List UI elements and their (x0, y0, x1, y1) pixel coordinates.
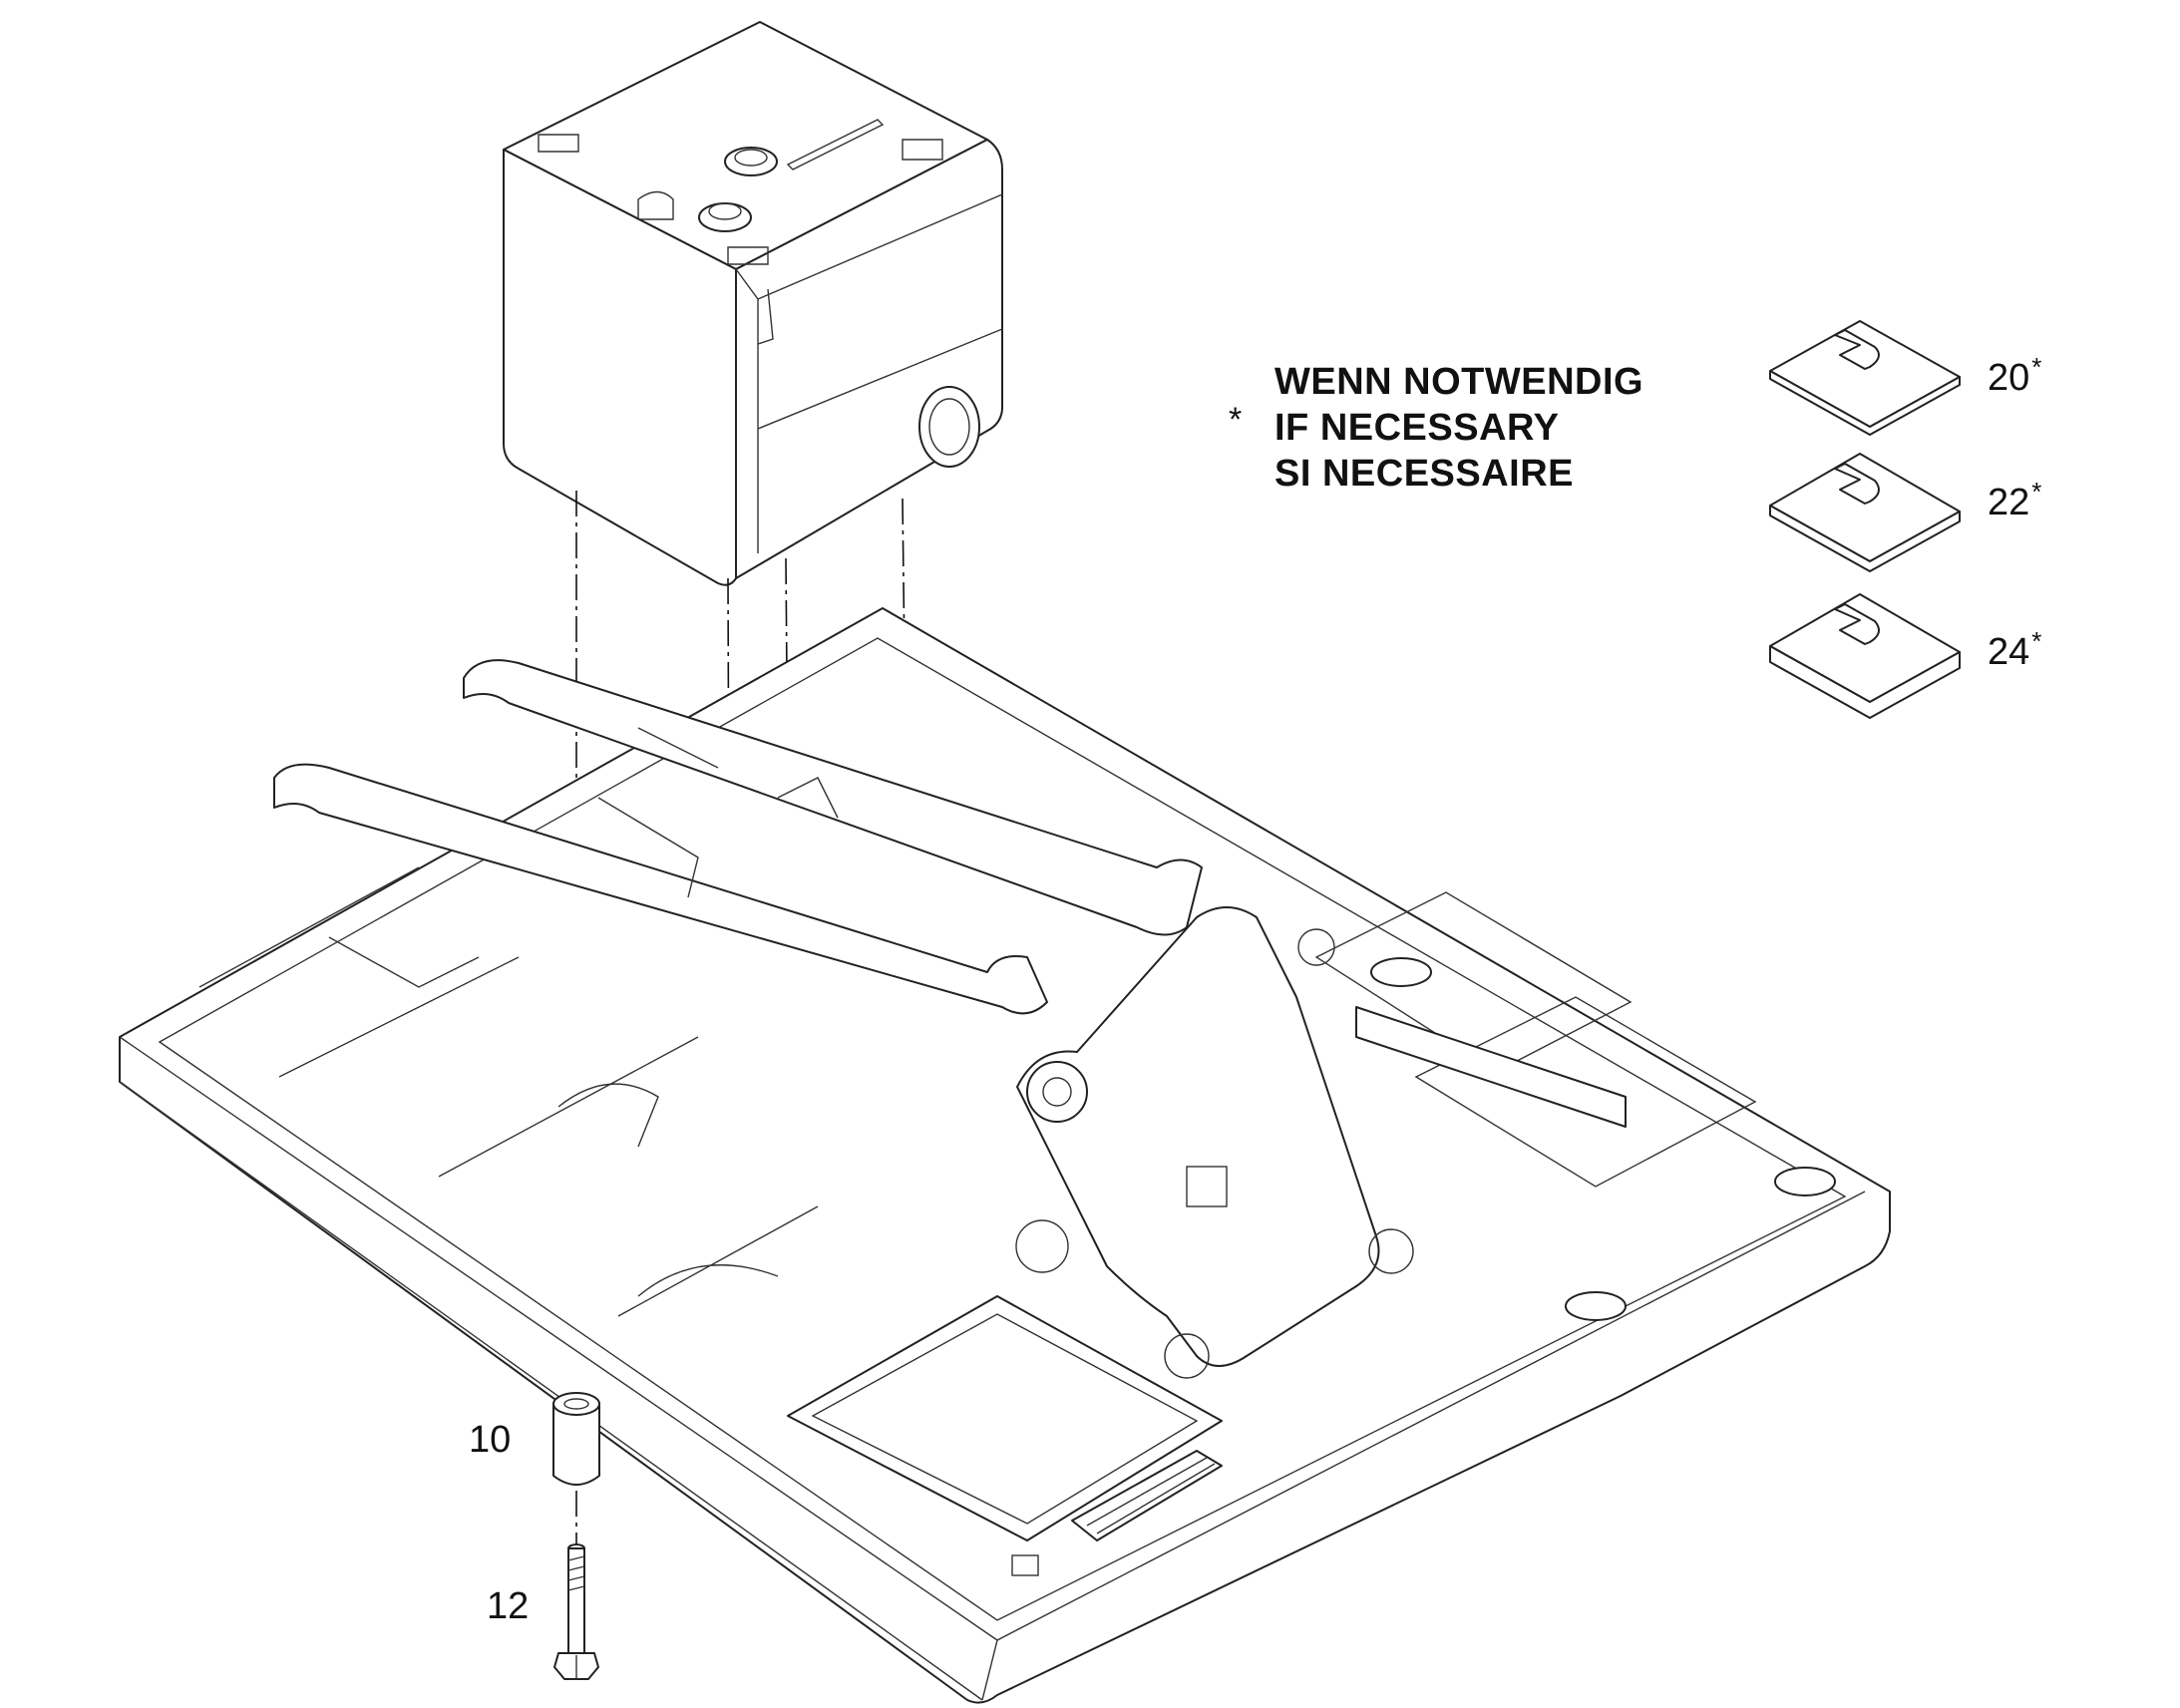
note-line-german: WENN NOTWENDIG (1274, 361, 1644, 403)
spacer-part-10 (552, 1392, 600, 1486)
callout-10: 10 (469, 1419, 512, 1461)
boom-mount (1016, 906, 1380, 1367)
shim-part-24 (1769, 593, 1961, 719)
callout-24: 24* (1988, 626, 2041, 674)
step (1071, 1450, 1223, 1541)
note-line-english: IF NECESSARY (1274, 407, 1560, 449)
callout-24-number: 24 (1988, 631, 2030, 673)
shim-part-20 (1769, 320, 1961, 436)
callout-22-asterisk: * (2031, 477, 2042, 507)
note-line-french: SI NECESSAIRE (1274, 453, 1575, 495)
frame-left-beam (273, 763, 1048, 1015)
front-box (787, 1295, 1223, 1541)
frame-base (119, 607, 1891, 1704)
callout-12: 12 (487, 1585, 530, 1627)
shim-part-22 (1769, 453, 1961, 572)
callout-22: 22* (1988, 477, 2041, 524)
tank-side-face (735, 139, 1003, 579)
callout-22-number: 22 (1988, 482, 2030, 523)
tank-front-face (503, 149, 737, 586)
callout-20: 20* (1988, 352, 2041, 400)
bolt-part-12 (553, 1543, 599, 1680)
note-asterisk: * (1229, 401, 1243, 439)
tank (503, 21, 1003, 586)
frame-right-beam (463, 659, 1203, 936)
callout-24-asterisk: * (2031, 626, 2042, 656)
callout-20-asterisk: * (2031, 352, 2042, 382)
upper-frame (119, 607, 1891, 1704)
callout-20-number: 20 (1988, 357, 2030, 399)
